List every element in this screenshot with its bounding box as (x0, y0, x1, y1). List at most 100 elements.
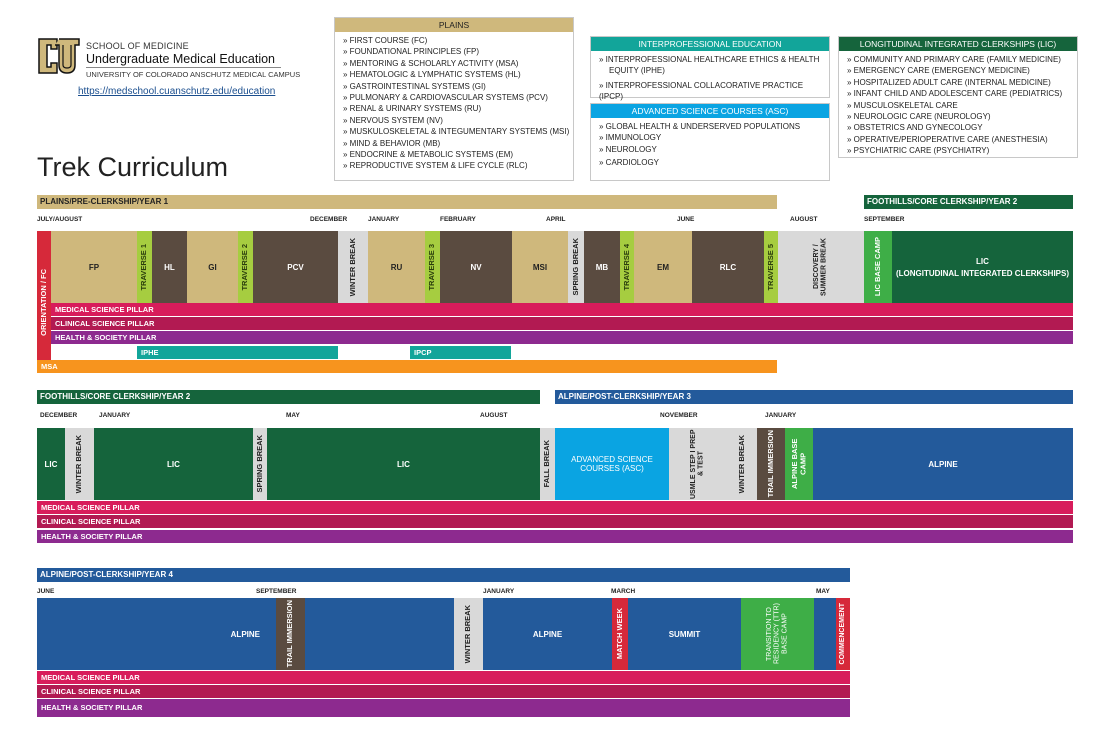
legend-item: MENTORING & SCHOLARLY ACTIVITY (MSA) (343, 58, 573, 69)
page-title: Trek Curriculum (37, 152, 229, 182)
block-asc: ADVANCED SCIENCE COURSES (ASC) (555, 428, 669, 500)
year2-header-right: FOOTHILLS/CORE CLERKSHIP/YEAR 2 (864, 195, 1073, 209)
plains-legend-title: PLAINS (335, 18, 573, 32)
month-label: SEPTEMBER (864, 216, 905, 223)
legend-item: HOSPITALIZED ADULT CARE (INTERNAL MEDICI… (847, 77, 1077, 88)
block-trail-immersion: TRAIL IMMERSION (757, 428, 785, 500)
block-traverse-1: TRAVERSE 1 (137, 231, 152, 303)
block-lic-label: LIC (976, 256, 989, 266)
month-label: JANUARY (368, 216, 400, 223)
month-label: JANUARY (99, 412, 131, 419)
block-hl: HL (152, 231, 187, 303)
month-label: MARCH (611, 588, 636, 595)
plains-legend: PLAINS FIRST COURSE (FC) FOUNDATIONAL PR… (334, 17, 574, 181)
legend-item: INFANT CHILD AND ADOLESCENT CARE (PEDIAT… (847, 88, 1077, 99)
block-fp: FP (51, 231, 137, 303)
block-lic-base-camp: LIC BASE CAMP (864, 231, 892, 303)
block-em: EM (634, 231, 692, 303)
legend-item: MIND & BEHAVIOR (MB) (343, 138, 573, 149)
legend-item: RENAL & URINARY SYSTEMS (RU) (343, 103, 573, 114)
block-discovery: DISCOVERY / SUMMER BREAK (778, 231, 864, 303)
block-nv: NV (440, 231, 512, 303)
health-society-pillar: HEALTH & SOCIETY PILLAR (51, 331, 1073, 344)
legend-item: NEUROLOGIC CARE (NEUROLOGY) (847, 111, 1077, 122)
block-spring-break: SPRING BREAK (568, 231, 584, 303)
month-label: JANUARY (483, 588, 515, 595)
legend-item: INTERPROFESSIONAL HEALTHCARE ETHICS & HE… (599, 54, 829, 77)
block-alpine-continued (305, 598, 454, 670)
month-label: FEBRUARY (440, 216, 476, 223)
legend-item: FOUNDATIONAL PRINCIPLES (FP) (343, 46, 573, 57)
clinical-science-pillar: CLINICAL SCIENCE PILLAR (37, 515, 1073, 528)
legend-item: COMMUNITY AND PRIMARY CARE (FAMILY MEDIC… (847, 54, 1077, 65)
legend-item: PULMONARY & CARDIOVASCULAR SYSTEMS (PCV) (343, 92, 573, 103)
legend-item: FIRST COURSE (FC) (343, 35, 573, 46)
legend-item: PSYCHIATRIC CARE (PSYCHIATRY) (847, 145, 1077, 156)
block-mb: MB (584, 231, 620, 303)
year2-header: FOOTHILLS/CORE CLERKSHIP/YEAR 2 (37, 390, 540, 404)
medical-science-pillar: MEDICAL SCIENCE PILLAR (51, 303, 1073, 316)
health-society-pillar: HEALTH & SOCIETY PILLAR (37, 530, 1073, 543)
block-winter-break: WINTER BREAK (727, 428, 757, 500)
month-label: MAY (286, 412, 300, 419)
block-summit: SUMMIT (628, 598, 741, 670)
ipcp-bar: IPCP (410, 346, 511, 359)
month-label: DECEMBER (40, 412, 78, 419)
month-label: JULY/AUGUST (37, 216, 83, 223)
block-ttr-base-camp: TRANSITION TO RESIDENCY (TTR) BASE CAMP (741, 598, 814, 670)
block-winter-break: WINTER BREAK (338, 231, 368, 303)
legend-item: MUSKULOSKELETAL & INTEGUMENTARY SYSTEMS … (343, 126, 573, 137)
legend-item: IMMUNOLOGY (599, 132, 829, 143)
medical-science-pillar: MEDICAL SCIENCE PILLAR (37, 501, 1073, 514)
month-label: SEPTEMBER (256, 588, 297, 595)
legend-item: EMERGENCY CARE (EMERGENCY MEDICINE) (847, 65, 1077, 76)
ipe-legend-title: INTERPROFESSIONAL EDUCATION (591, 37, 829, 51)
block-usmle: USMLE STEP I PREP & TEST (669, 428, 727, 500)
block-lic: LIC (94, 428, 253, 500)
year3-header: ALPINE/POST-CLERKSHIP/YEAR 3 (555, 390, 1073, 404)
block-fall-break: FALL BREAK (540, 428, 555, 500)
school-name-small: SCHOOL OF MEDICINE (86, 41, 189, 51)
school-name: Undergraduate Medical Education (86, 52, 276, 66)
month-label: AUGUST (480, 412, 508, 419)
medical-science-pillar: MEDICAL SCIENCE PILLAR (37, 671, 850, 684)
block-alpine: ALPINE (483, 598, 612, 670)
legend-item: ENDOCRINE & METABOLIC SYSTEMS (EM) (343, 149, 573, 160)
month-label: MAY (816, 588, 830, 595)
block-traverse-3: TRAVERSE 3 (425, 231, 440, 303)
legend-item: INTERPROFESSIONAL COLLACORATIVE PRACTICE… (599, 80, 829, 103)
block-alpine: ALPINE (37, 598, 276, 670)
block-lic-sublabel: (LONGITUDINAL INTEGRATED CLERKSHIPS) (895, 268, 1070, 278)
month-label: APRIL (546, 216, 566, 223)
year4-header: ALPINE/POST-CLERKSHIP/YEAR 4 (37, 568, 850, 582)
legend-item: REPRODUCTIVE SYSTEM & LIFE CYCLE (RLC) (343, 160, 573, 171)
block-match-week: MATCH WEEK (612, 598, 628, 670)
block-pcv: PCV (253, 231, 338, 303)
block-winter-break: WINTER BREAK (454, 598, 483, 670)
legend-item: HEMATOLOGIC & LYMPHATIC SYSTEMS (HL) (343, 69, 573, 80)
legend-item: CARDIOLOGY (599, 157, 829, 168)
lic-legend-title: LONGITUDINAL INTEGRATED CLERKSHIPS (LIC) (839, 37, 1077, 51)
legend-item: GLOBAL HEALTH & UNDERSERVED POPULATIONS (599, 121, 829, 132)
ipe-legend: INTERPROFESSIONAL EDUCATION INTERPROFESS… (590, 36, 830, 101)
clinical-science-pillar: CLINICAL SCIENCE PILLAR (37, 685, 850, 698)
iphe-bar: IPHE (137, 346, 338, 359)
lic-legend: LONGITUDINAL INTEGRATED CLERKSHIPS (LIC)… (838, 36, 1078, 158)
block-msi: MSI (512, 231, 568, 303)
block-alpine-end (814, 598, 836, 670)
block-commencement: COMMENCEMENT (836, 598, 850, 670)
education-link[interactable]: https://medschool.cuanschutz.edu/educati… (78, 86, 276, 97)
block-alpine: ALPINE (813, 428, 1073, 500)
block-lic: LIC (267, 428, 540, 500)
legend-item: NERVOUS SYSTEM (NV) (343, 115, 573, 126)
block-rlc: RLC (692, 231, 764, 303)
block-traverse-5: TRAVERSE 5 (764, 231, 778, 303)
legend-item: NEUROLOGY (599, 144, 829, 155)
block-spring-break: SPRING BREAK (253, 428, 267, 500)
legend-item: MUSCULOSKELETAL CARE (847, 100, 1077, 111)
legend-item: OBSTETRICS AND GYNECOLOGY (847, 122, 1077, 133)
month-label: JUNE (37, 588, 55, 595)
divider (86, 67, 281, 68)
block-orientation: ORIENTATION / FC (37, 231, 51, 373)
block-lic: LIC (37, 428, 65, 500)
